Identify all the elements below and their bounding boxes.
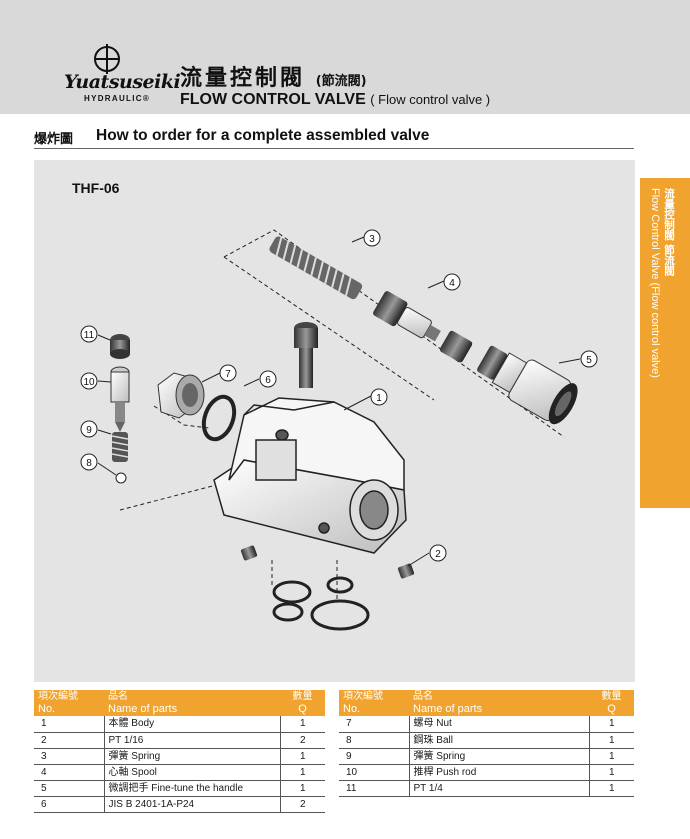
page-title-cn: 流量控制閥 (節流閥) — [180, 66, 367, 91]
callout-2: 2 — [429, 544, 447, 562]
svg-text:3: 3 — [369, 234, 375, 245]
callout-11: 11 — [80, 325, 98, 343]
svg-text:9: 9 — [86, 425, 92, 436]
exploded-view-panel: THF-06 — [34, 160, 635, 682]
side-tab: 流量控制閥 節流閥 Flow Control Valve (Flow contr… — [640, 178, 690, 508]
callout-6: 6 — [259, 370, 277, 388]
svg-text:8: 8 — [86, 458, 92, 469]
header-band: Yuatsuseiki HYDRAULIC® 流量控制閥 (節流閥) FLOW … — [0, 0, 690, 114]
section-heading: 爆炸圖 How to order for a complete assemble… — [34, 126, 634, 150]
ball-part — [115, 472, 127, 484]
svg-text:10: 10 — [83, 377, 95, 388]
callout-5: 5 — [580, 350, 598, 368]
svg-text:1: 1 — [376, 393, 382, 404]
page-title-cn-sub: (節流閥) — [315, 74, 367, 89]
svg-text:11: 11 — [84, 330, 95, 341]
model-label: THF-06 — [72, 180, 120, 196]
section-divider — [34, 148, 634, 149]
brand-logo: Yuatsuseiki HYDRAULIC® — [64, 44, 181, 108]
svg-text:5: 5 — [586, 355, 592, 366]
small-spring-part — [111, 432, 129, 462]
o-ring-part — [201, 394, 237, 442]
valve-symbol-icon — [94, 44, 120, 74]
section-title-cn: 爆炸圖 — [34, 132, 74, 147]
callout-3: 3 — [363, 229, 381, 247]
svg-text:4: 4 — [449, 278, 455, 289]
brand-subtitle: HYDRAULIC® — [84, 94, 151, 103]
brand-name: Yuatsuseiki — [64, 71, 181, 93]
plug-part — [110, 334, 130, 359]
callout-9: 9 — [80, 420, 98, 438]
page-title-en-sub: ( Flow control valve ) — [370, 92, 491, 107]
svg-text:7: 7 — [225, 369, 231, 380]
side-tab-text: 流量控制閥 節流閥 Flow Control Valve (Flow contr… — [649, 188, 675, 378]
push-rod-part — [110, 366, 130, 432]
page-title-en: FLOW CONTROL VALVE ( Flow control valve … — [180, 91, 491, 108]
callout-8: 8 — [80, 453, 98, 471]
spring-part — [269, 236, 363, 300]
svg-text:6: 6 — [265, 375, 271, 386]
callout-4: 4 — [443, 273, 461, 291]
spool-part — [373, 291, 473, 363]
pt-plug-part — [240, 545, 415, 579]
svg-text:2: 2 — [435, 549, 441, 560]
section-title-en: How to order for a complete assembled va… — [96, 127, 430, 144]
callout-7: 7 — [219, 364, 237, 382]
callout-10: 10 — [80, 372, 98, 390]
callout-1: 1 — [370, 388, 388, 406]
nut-part — [157, 372, 205, 419]
valve-body-part — [213, 397, 407, 554]
handle-part — [477, 345, 578, 425]
bolt-part — [294, 322, 318, 388]
exploded-view-diagram: 3 4 5 1 2 6 7 11 10 9 8 — [80, 229, 598, 631]
